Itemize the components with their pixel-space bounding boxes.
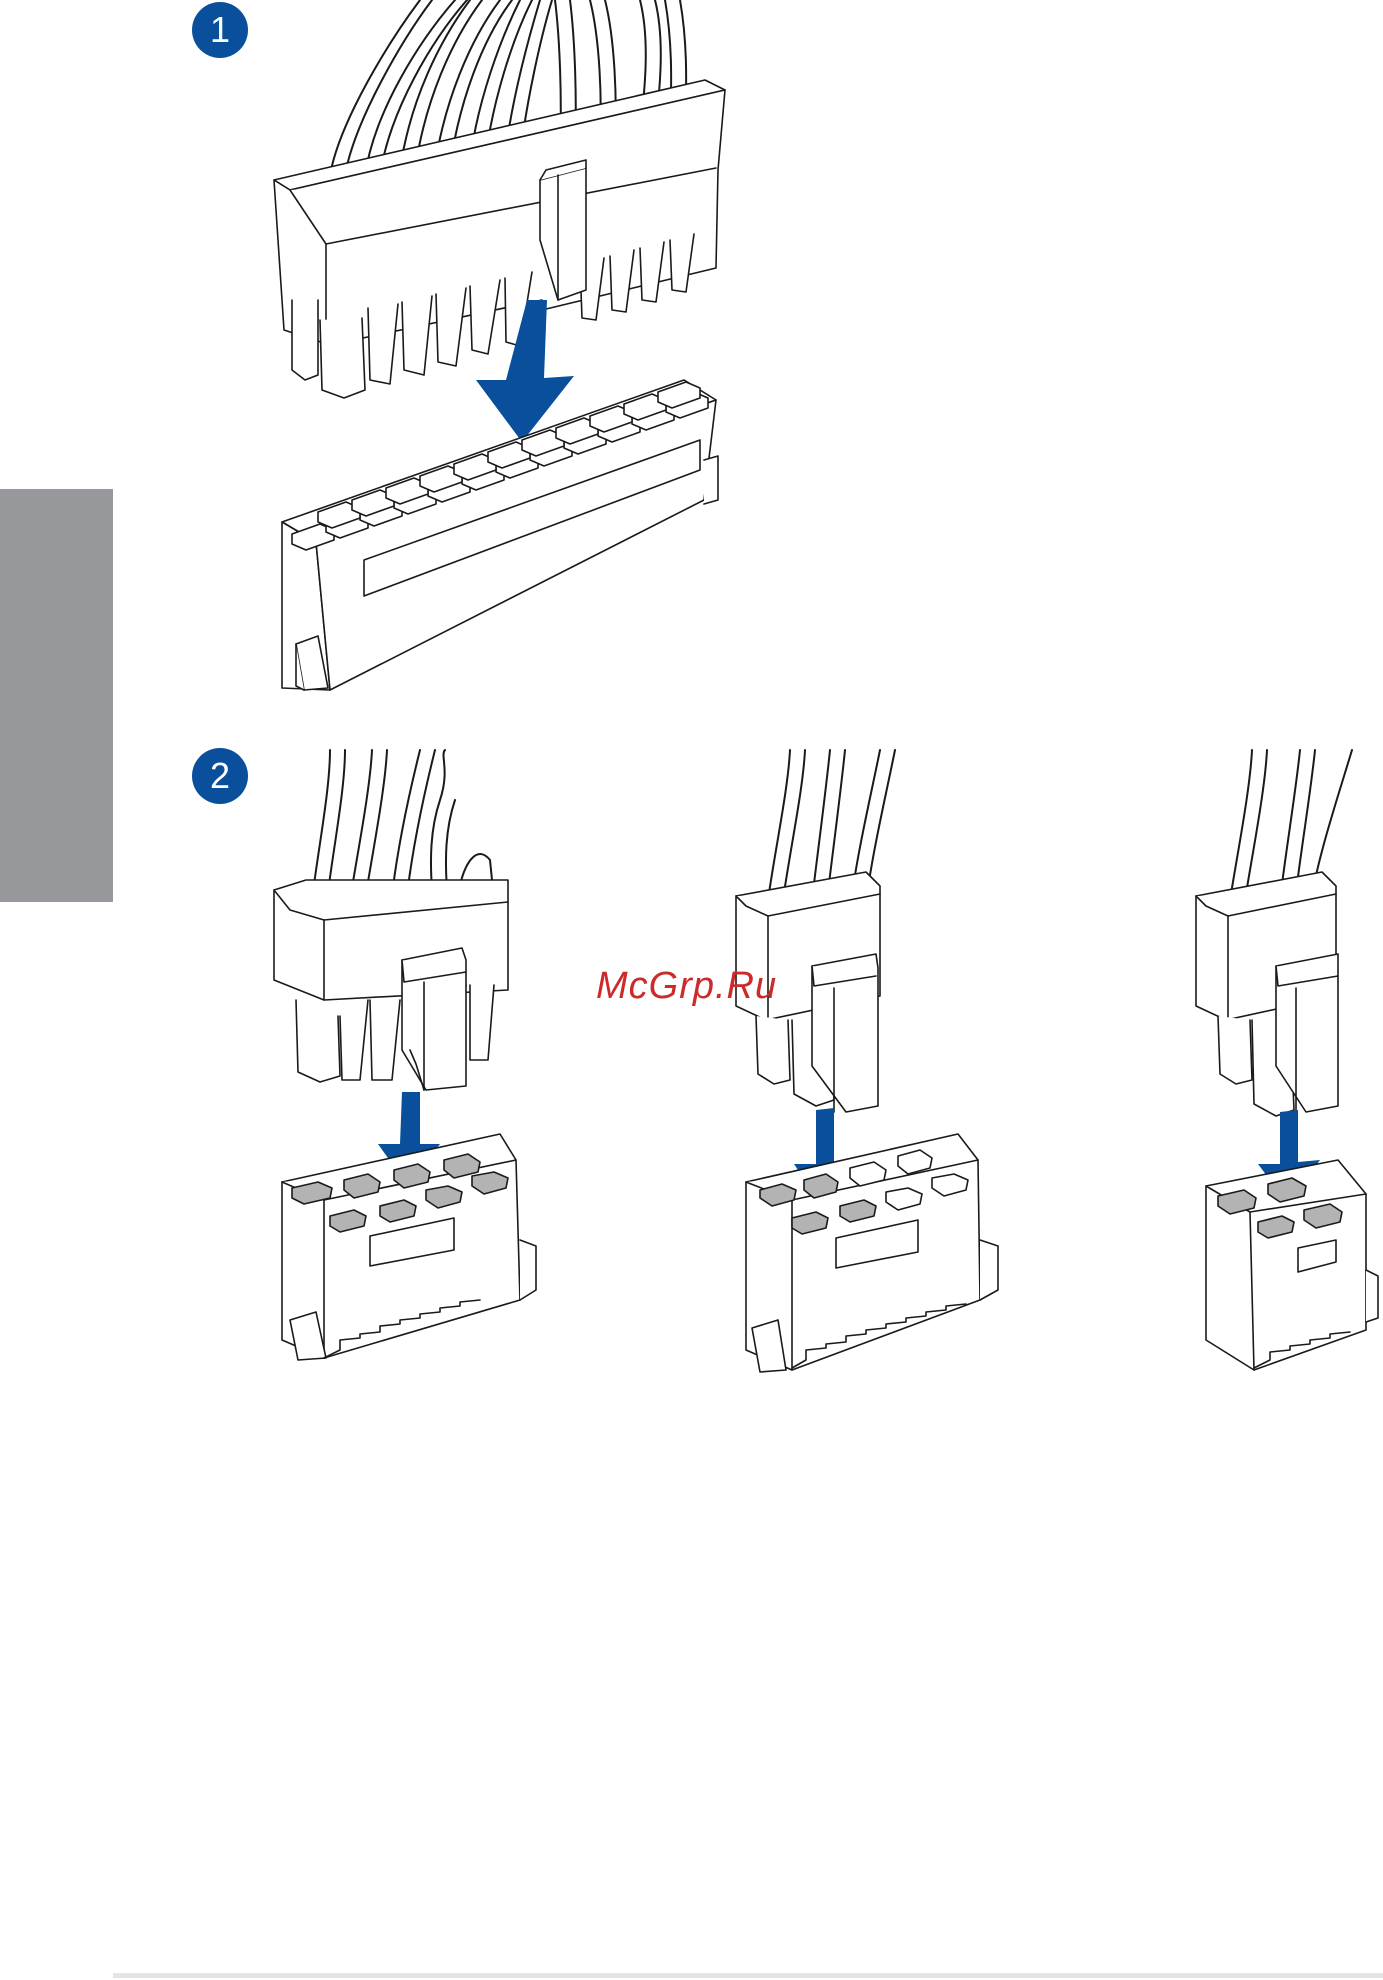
eps-8pin-plug bbox=[274, 750, 508, 1090]
atx-24pin-plug bbox=[274, 0, 725, 398]
eps-8pin-socket bbox=[282, 1134, 536, 1360]
watermark-text: McGrp.Ru bbox=[596, 965, 777, 1008]
pcie-8pin-socket bbox=[746, 1134, 998, 1372]
pcie-6plus2-plug bbox=[736, 750, 895, 1112]
footer-divider bbox=[113, 1973, 1383, 1978]
atx-4pin-socket bbox=[1206, 1160, 1378, 1370]
atx-4pin-plug bbox=[1196, 750, 1352, 1116]
atx-24pin-socket bbox=[282, 380, 718, 690]
